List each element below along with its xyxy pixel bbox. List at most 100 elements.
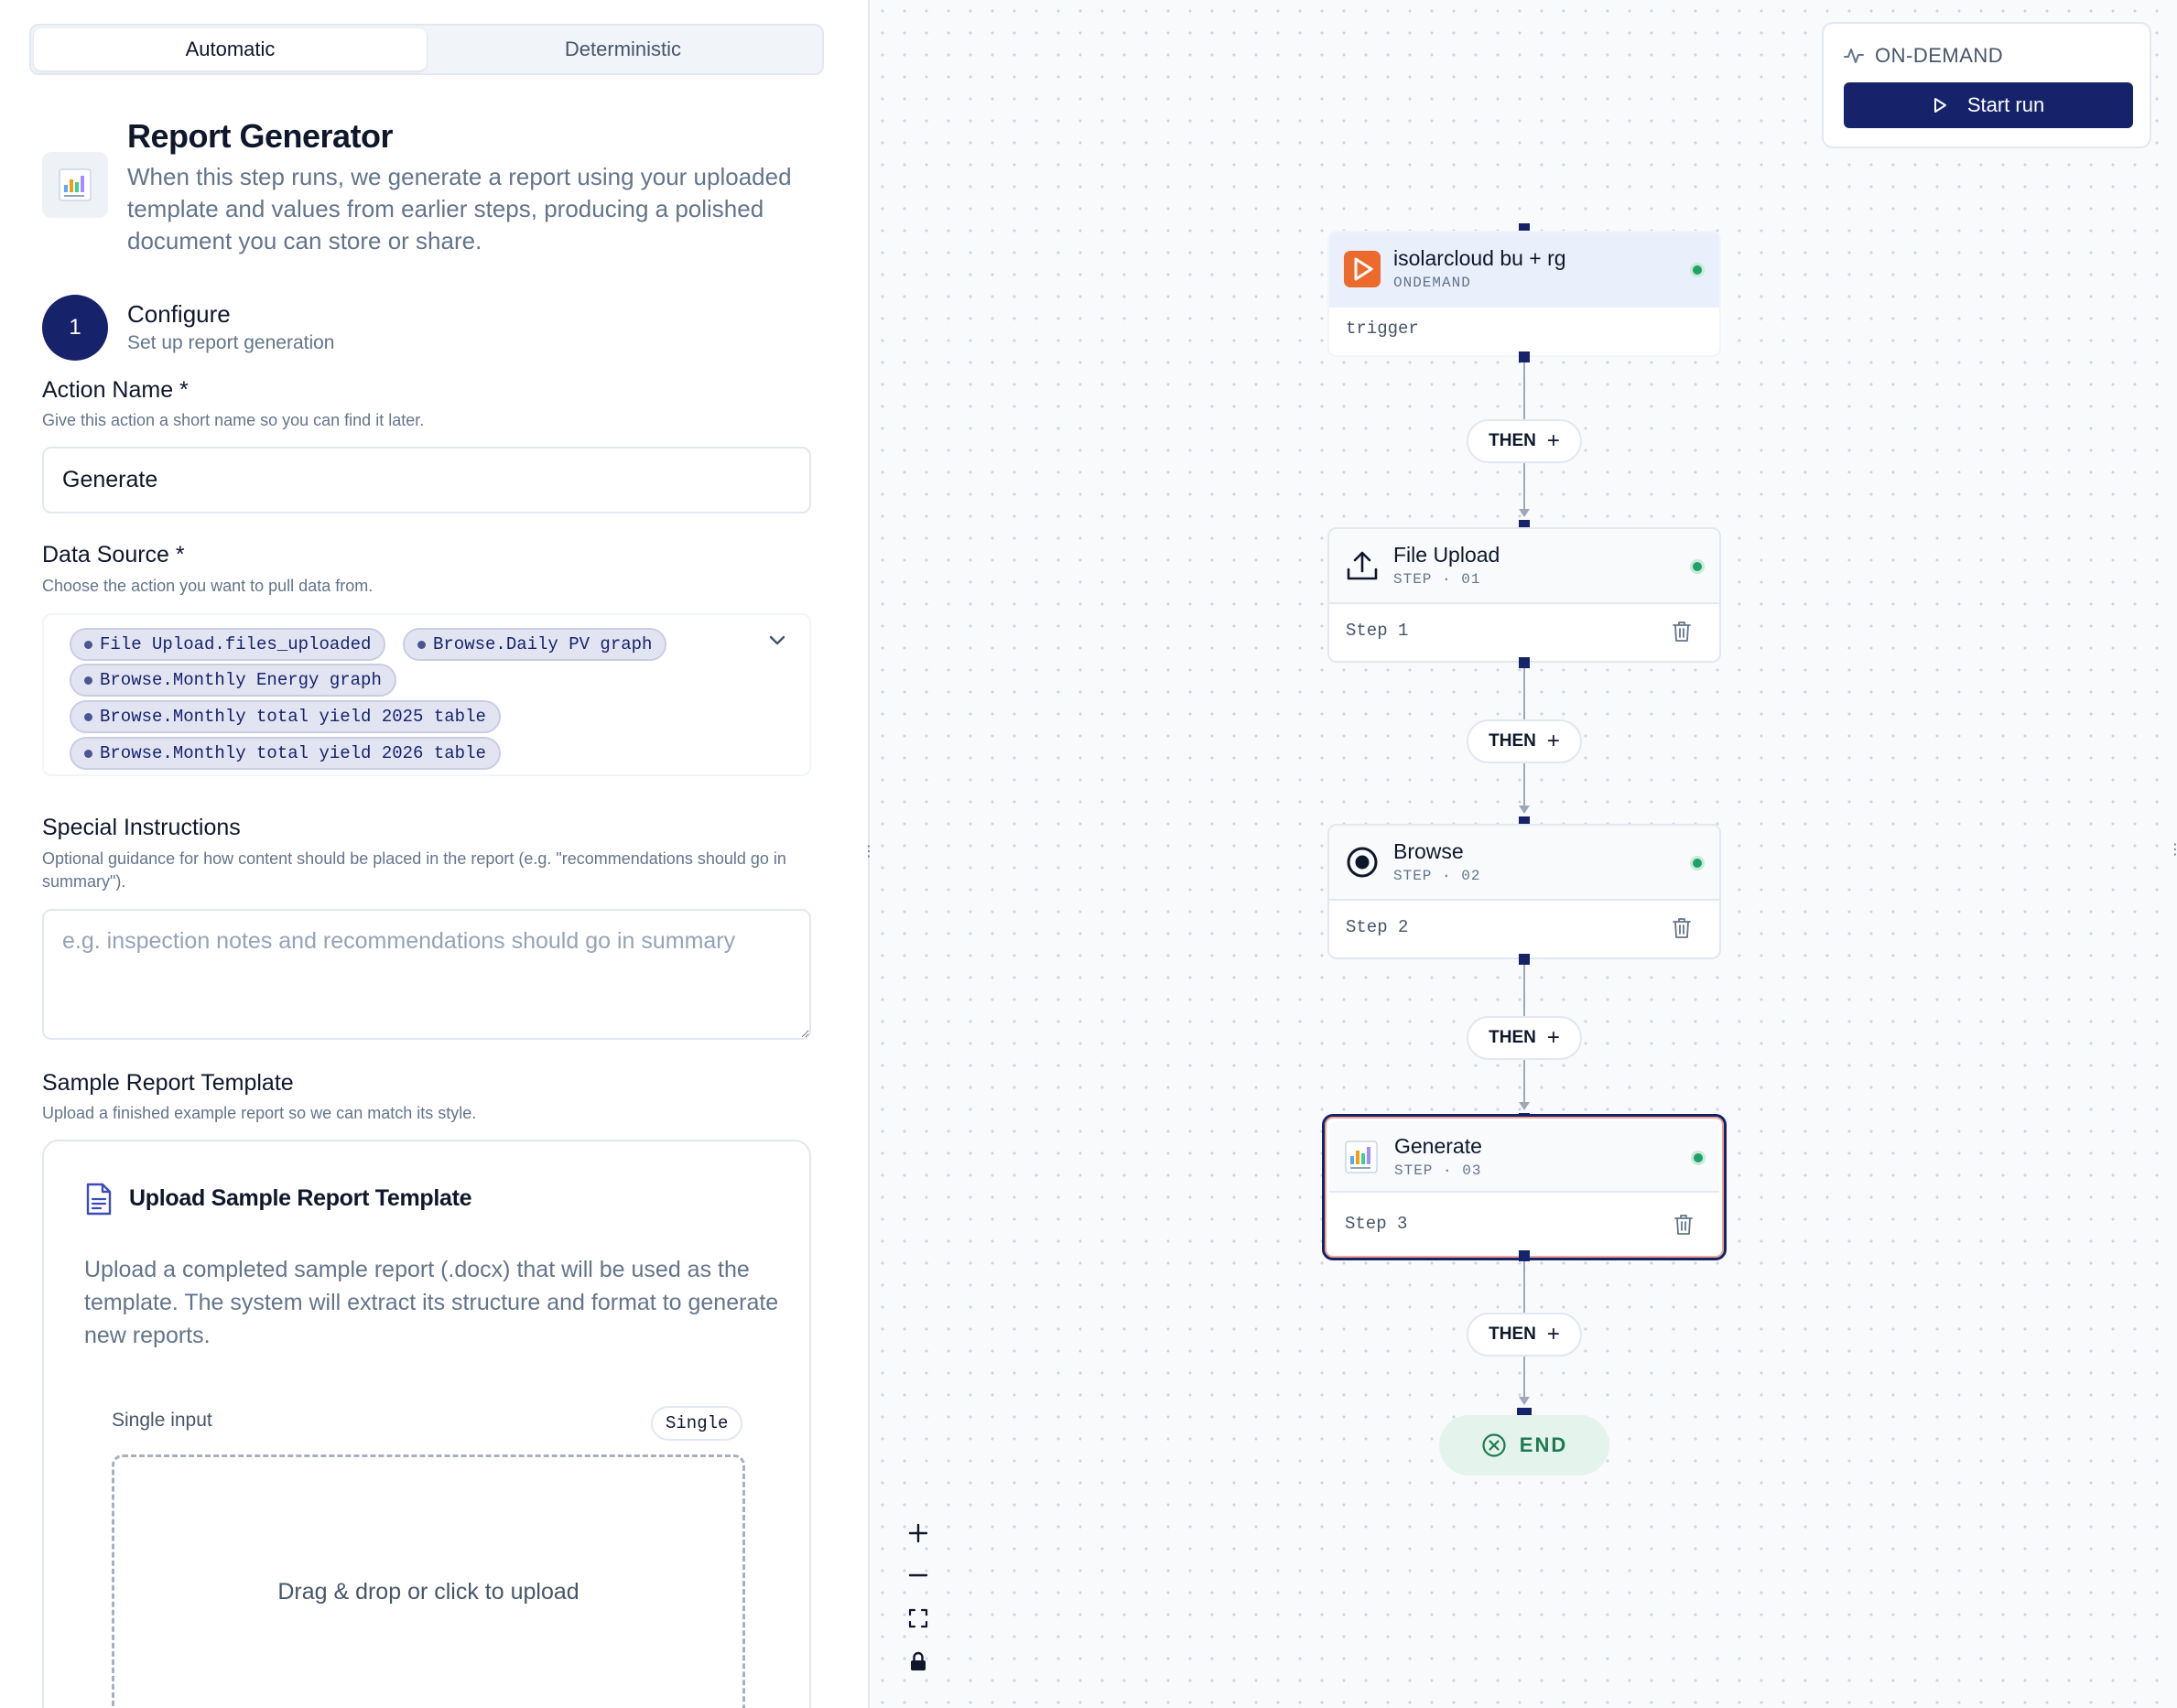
data-source-multiselect[interactable] (42, 613, 811, 776)
record-icon (1347, 847, 1378, 878)
chip-dot (84, 749, 92, 758)
edge-arrow (1519, 805, 1530, 814)
config-panel: Automatic Deterministic Report Generator… (0, 0, 870, 1708)
node-subtitle: STEP · 01 (1393, 571, 1481, 588)
step-title: Configure (127, 300, 231, 328)
chip-dot (84, 640, 92, 649)
page-title: Report Generator (127, 117, 394, 155)
node-subtitle: ONDEMAND (1393, 275, 1471, 291)
sample-template-hint: Upload a finished example report so we c… (42, 1104, 477, 1122)
dropzone-text: Drag & drop or click to upload (277, 1578, 579, 1605)
sample-template-label: Sample Report Template (42, 1070, 294, 1096)
trash-icon[interactable] (1672, 917, 1692, 939)
mode-toggle: Automatic Deterministic (29, 24, 824, 75)
panel-resize-handle[interactable]: ⋮ (2168, 842, 2177, 858)
upload-card-description: Upload a completed sample report (.docx)… (84, 1257, 779, 1348)
chevron-down-icon[interactable] (767, 630, 787, 650)
status-indicator (1691, 1151, 1706, 1165)
play-icon (1933, 98, 1946, 113)
activity-icon (1844, 49, 1864, 63)
generate-node[interactable]: Generate STEP · 03 Step 3 (1322, 1114, 1727, 1260)
status-indicator (1690, 856, 1705, 870)
report-chart-icon (1345, 1140, 1378, 1173)
plus-icon: + (1546, 729, 1560, 753)
tab-automatic[interactable]: Automatic (34, 28, 427, 70)
single-input-label: Single input (112, 1410, 212, 1431)
file-upload-node[interactable]: File Upload STEP · 01 Step 1 (1327, 527, 1721, 663)
step-number-badge: 1 (42, 295, 108, 361)
action-name-label: Action Name * (42, 377, 189, 403)
play-icon (1344, 251, 1381, 287)
data-source-chip[interactable]: Browse.Monthly total yield 2026 table (70, 737, 501, 770)
edge-line (1523, 1357, 1525, 1397)
edge-line (1523, 668, 1525, 719)
data-source-chip[interactable]: Browse.Monthly Energy graph (70, 664, 396, 697)
chip-dot (84, 676, 92, 685)
node-header (1329, 529, 1719, 604)
input-mode-badge: Single (651, 1406, 743, 1441)
node-body: trigger (1346, 319, 1419, 339)
edge-line (1523, 763, 1525, 805)
connection-port[interactable] (1519, 1250, 1530, 1261)
browse-node[interactable]: Browse STEP · 02 Step 2 (1327, 824, 1721, 959)
node-body: Step 1 (1346, 621, 1409, 641)
document-icon (86, 1183, 112, 1216)
connection-port[interactable] (1519, 657, 1530, 668)
data-source-label: Data Source * (42, 542, 185, 568)
edge-line (1523, 1261, 1525, 1313)
upload-card-title: Upload Sample Report Template (129, 1185, 472, 1211)
node-title: Browse (1393, 839, 1464, 863)
node-title: isolarcloud bu + rg (1393, 246, 1566, 270)
fit-view-icon[interactable] (904, 1605, 932, 1632)
chip-dot (84, 712, 92, 721)
node-body: Step 2 (1346, 917, 1409, 937)
data-source-chip[interactable]: Browse.Monthly total yield 2025 table (70, 700, 501, 733)
end-node: END (1439, 1415, 1609, 1476)
status-indicator (1690, 559, 1705, 574)
node-subtitle: STEP · 02 (1393, 868, 1481, 884)
step-subtitle: Set up report generation (127, 332, 335, 353)
upload-icon (1347, 551, 1378, 580)
special-instructions-hint: Optional guidance for how content should… (42, 849, 786, 891)
then-add-step-button[interactable]: THEN+ (1467, 719, 1582, 763)
edge-line (1523, 965, 1525, 1016)
then-add-step-button[interactable]: THEN+ (1467, 1016, 1582, 1060)
trash-icon[interactable] (1673, 1214, 1694, 1236)
node-title: Generate (1394, 1134, 1482, 1158)
node-header (1329, 826, 1719, 901)
lock-icon[interactable] (904, 1648, 932, 1675)
special-instructions-textarea[interactable] (42, 909, 811, 1040)
then-add-step-button[interactable]: THEN+ (1467, 419, 1582, 463)
run-card: ON-DEMAND Start run (1822, 22, 2151, 148)
edge-line (1523, 463, 1525, 509)
node-header (1329, 1121, 1719, 1193)
connection-port[interactable] (1519, 351, 1530, 362)
data-source-chip[interactable]: Browse.Daily PV graph (403, 628, 667, 661)
node-subtitle: STEP · 03 (1394, 1162, 1482, 1179)
node-title: File Upload (1393, 543, 1500, 567)
zoom-in-icon[interactable] (904, 1519, 932, 1547)
data-source-hint: Choose the action you want to pull data … (42, 577, 374, 595)
edge-line (1523, 1060, 1525, 1102)
start-run-label: Start run (1966, 93, 2045, 116)
node-header (1329, 232, 1719, 308)
zoom-out-icon[interactable] (904, 1562, 932, 1589)
action-name-input[interactable] (42, 447, 811, 513)
plus-icon: + (1546, 428, 1560, 453)
connection-port[interactable] (1519, 954, 1530, 965)
file-dropzone[interactable]: Drag & drop or click to upload (112, 1454, 745, 1708)
tab-deterministic[interactable]: Deterministic (564, 38, 682, 60)
close-circle-icon (1482, 1433, 1506, 1457)
edge-arrow (1519, 509, 1530, 517)
trigger-node[interactable]: isolarcloud bu + rg ONDEMAND trigger (1327, 231, 1721, 357)
trigger-mode-label: ON-DEMAND (1875, 44, 2004, 67)
node-body: Step 3 (1345, 1214, 1408, 1234)
then-add-step-button[interactable]: THEN+ (1467, 1313, 1582, 1357)
plus-icon: + (1546, 1322, 1560, 1346)
special-instructions-label: Special Instructions (42, 815, 241, 840)
data-source-chip[interactable]: File Upload.files_uploaded (70, 628, 386, 661)
status-indicator (1690, 263, 1705, 277)
start-run-button[interactable]: Start run (1844, 82, 2133, 128)
trash-icon[interactable] (1672, 621, 1692, 643)
report-chart-icon (42, 152, 108, 218)
